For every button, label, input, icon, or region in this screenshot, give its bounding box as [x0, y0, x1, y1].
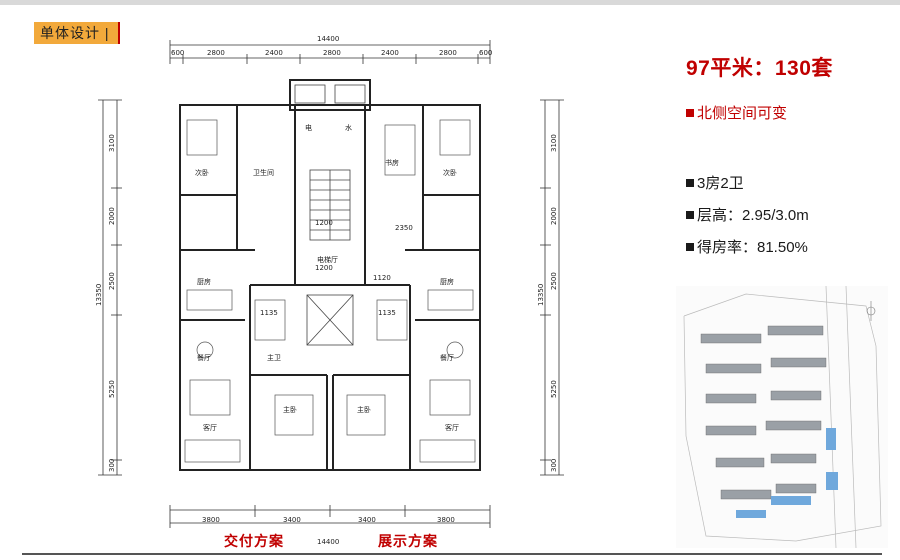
label-lobby: 电梯厅: [317, 255, 338, 264]
bullet-icon: [686, 211, 694, 219]
feature-efficiency: 得房率：81.50%: [697, 239, 808, 256]
label-master-left: 主卧: [283, 405, 297, 414]
dim-left-2: 2500: [108, 272, 116, 290]
label-living-left: 客厅: [203, 423, 217, 432]
dim-right-1: 2000: [550, 207, 558, 225]
dim-bottom-0: 3800: [202, 516, 220, 524]
top-divider: [0, 0, 900, 5]
dim-bottom-2: 3400: [358, 516, 376, 524]
dim-top-2: 2400: [265, 49, 283, 57]
dim-inner-0: 1200: [315, 219, 333, 227]
label-hall: 主卫: [267, 353, 281, 362]
dim-right-total: 13350: [537, 284, 545, 306]
dim-top-0: 600: [171, 49, 184, 57]
feature-item: 3房2卫: [686, 172, 744, 193]
floor-plan-drawing: 电 水 电梯厅 客厅 客厅 主卧 主卧 厨房 厨房 餐厅 餐厅 书房 次卧 次卧…: [95, 35, 564, 546]
feature-item: 得房率：81.50%: [686, 236, 808, 257]
label-kitchen-right: 厨房: [440, 277, 454, 286]
feature-highlight-text: 北侧空间可变: [697, 105, 788, 122]
label-water: 水: [345, 123, 352, 132]
dim-inner-4: 1120: [373, 274, 391, 282]
feature-item: 层高：2.95/3.0m: [686, 204, 809, 225]
bullet-icon: [686, 243, 694, 251]
dim-top-4: 2400: [381, 49, 399, 57]
dim-left-total: 13350: [95, 284, 103, 306]
dim-right-0: 3100: [550, 134, 558, 152]
label-bath: 卫生间: [253, 168, 274, 177]
bottom-divider: [22, 553, 882, 555]
dim-bottom-3: 3800: [437, 516, 455, 524]
headline: 97平米：130套: [686, 57, 833, 80]
dim-inner-1: 1200: [315, 264, 333, 272]
label-bed-left: 次卧: [195, 168, 209, 177]
dim-top-5: 2800: [439, 49, 457, 57]
dim-inner-5: 1135: [378, 309, 396, 317]
dim-left-4: 300: [108, 459, 116, 472]
dim-left-1: 2000: [108, 207, 116, 225]
dim-inner-3: 1135: [260, 309, 278, 317]
display-scheme-label: 展示方案: [378, 533, 438, 549]
label-dining-right: 餐厅: [440, 353, 454, 362]
delivery-scheme-label: 交付方案: [224, 533, 284, 549]
feature-highlight: 北侧空间可变: [686, 102, 787, 123]
dim-right-2: 2500: [550, 272, 558, 290]
section-tag: 单体设计 |: [34, 22, 120, 44]
dim-right-4: 300: [550, 459, 558, 472]
dim-top-3: 2800: [323, 49, 341, 57]
dim-top-6: 600: [479, 49, 492, 57]
dim-right-3: 5250: [550, 380, 558, 398]
dim-inner-2: 2350: [395, 224, 413, 232]
floor-plan: 电 水 电梯厅 客厅 客厅 主卧 主卧 厨房 厨房 餐厅 餐厅 书房 次卧 次卧…: [95, 30, 640, 555]
label-dining-left: 餐厅: [197, 353, 211, 362]
dim-bottom-total: 14400: [317, 538, 339, 546]
dim-top-1: 2800: [207, 49, 225, 57]
label-elec: 电: [305, 123, 312, 132]
bullet-icon: [686, 109, 694, 117]
label-master-right: 主卧: [357, 405, 371, 414]
label-study: 书房: [385, 158, 399, 167]
dim-left-3: 5250: [108, 380, 116, 398]
dim-top-total: 14400: [317, 35, 339, 43]
label-bed-right: 次卧: [443, 168, 457, 177]
feature-floor-height: 层高：2.95/3.0m: [697, 207, 809, 224]
dim-left-0: 3100: [108, 134, 116, 152]
label-kitchen-left: 厨房: [197, 277, 211, 286]
site-plan-drawing: [683, 285, 882, 549]
dim-bottom-1: 3400: [283, 516, 301, 524]
site-plan-thumbnail: [676, 285, 888, 549]
label-living-right: 客厅: [445, 423, 459, 432]
feature-rooms: 3房2卫: [697, 175, 744, 192]
bullet-icon: [686, 179, 694, 187]
